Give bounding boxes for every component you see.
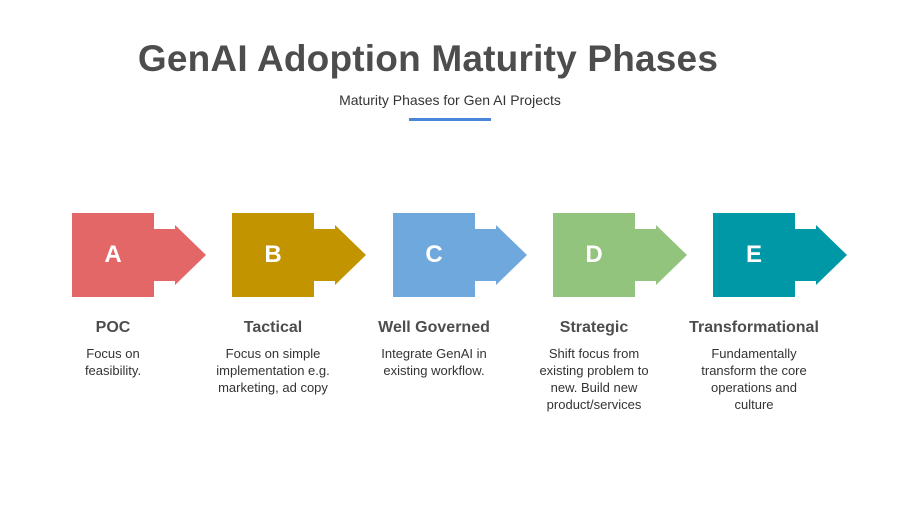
phase-a-letter: A <box>104 241 122 268</box>
phase-b-arrow <box>232 213 366 297</box>
title-underline <box>409 118 491 121</box>
phase-d-arrow-shape <box>553 213 687 297</box>
phase-c-arrow <box>393 213 527 297</box>
phase-d-arrow <box>553 213 687 297</box>
phase-a-name: POC <box>95 319 131 336</box>
phase-b-description: Focus on simple implementation e.g. mark… <box>216 346 330 395</box>
phase-a-arrow-shape <box>72 213 206 297</box>
phase-d-letter: D <box>585 241 603 268</box>
phase-c-name: Well Governed <box>378 319 490 336</box>
page-subtitle: Maturity Phases for Gen AI Projects <box>339 92 561 108</box>
phase-c-letter: C <box>425 241 443 268</box>
phase-e-name: Transformational <box>689 319 819 336</box>
phase-d-description: Shift focus from existing problem to new… <box>539 346 649 412</box>
phase-e-arrow-shape <box>713 213 847 297</box>
phase-b-letter: B <box>264 241 282 268</box>
phase-e-description: Fundamentally transform the core operati… <box>701 346 807 412</box>
phase-d-name: Strategic <box>559 319 629 336</box>
page-title: GenAI Adoption Maturity Phases <box>137 38 719 79</box>
phase-a-arrow <box>72 213 206 297</box>
phase-e-letter: E <box>745 241 762 268</box>
phase-b-arrow-shape <box>232 213 366 297</box>
phase-e-arrow <box>713 213 847 297</box>
phase-c-description: Integrate GenAI in existing workflow. <box>381 346 487 378</box>
phase-b-name: Tactical <box>243 319 303 336</box>
phase-a-description: Focus on feasibility. <box>84 346 142 378</box>
phase-c-arrow-shape <box>393 213 527 297</box>
